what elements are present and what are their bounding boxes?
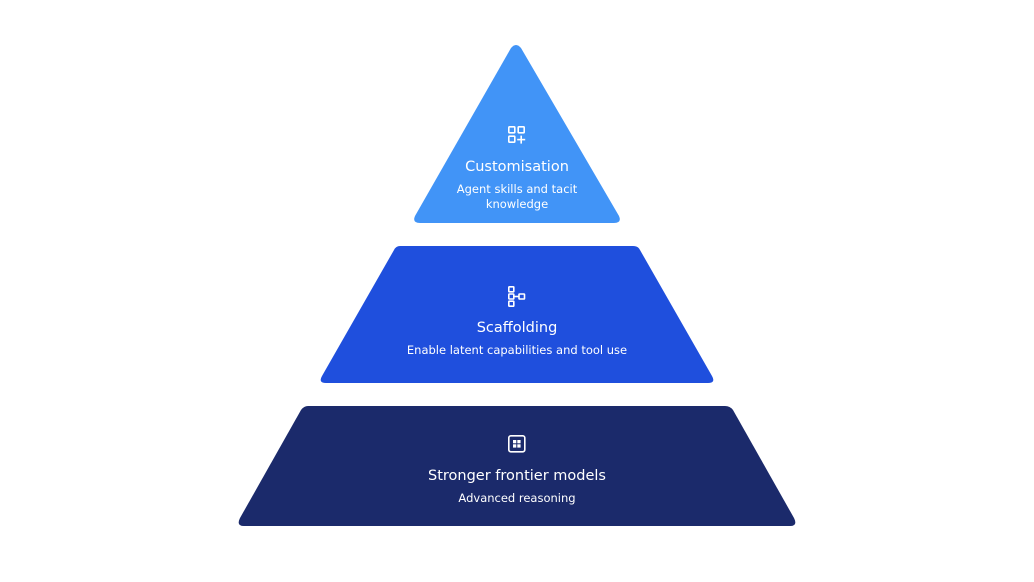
- hierarchy-icon: [508, 286, 526, 307]
- tier-customisation-subtitle-line-2: knowledge: [486, 197, 548, 211]
- tier-customisation: Customisation Agent skills and tacit kno…: [414, 45, 620, 223]
- apps-add-icon: [508, 126, 526, 144]
- tier-scaffolding-shape: [320, 246, 714, 383]
- tier-frontier-models: Stronger frontier models Advanced reason…: [238, 406, 796, 526]
- tier-frontier-models-title: Stronger frontier models: [428, 468, 606, 484]
- grid-icon: [508, 435, 526, 453]
- tier-customisation-subtitle-line-1: Agent skills and tacit: [457, 182, 578, 196]
- tier-frontier-models-subtitle: Advanced reasoning: [458, 491, 575, 505]
- tier-customisation-shape: [414, 45, 620, 223]
- tier-scaffolding-subtitle: Enable latent capabilities and tool use: [407, 343, 627, 357]
- tier-scaffolding-title: Scaffolding: [477, 320, 558, 336]
- tier-scaffolding: Scaffolding Enable latent capabilities a…: [320, 246, 714, 383]
- tier-customisation-title: Customisation: [465, 159, 569, 175]
- tier-frontier-models-shape: [238, 406, 796, 526]
